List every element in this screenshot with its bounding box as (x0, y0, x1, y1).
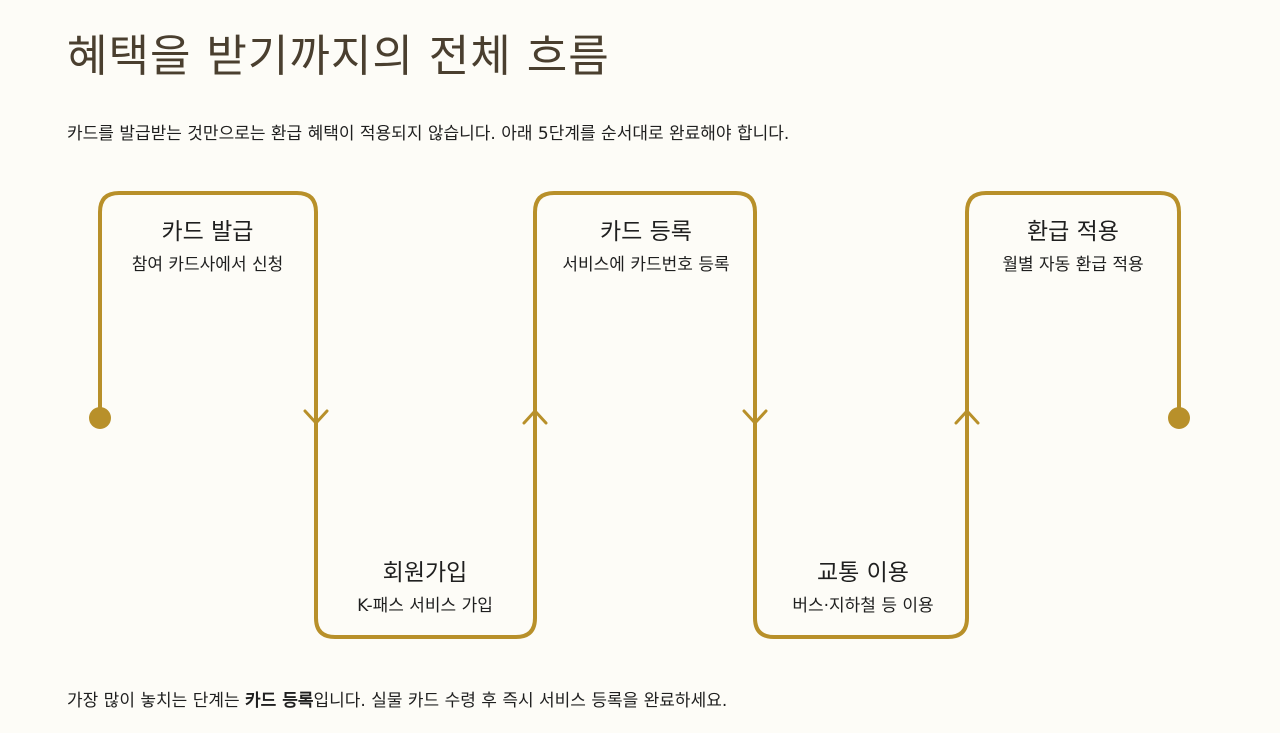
arrow-up-1 (522, 409, 548, 425)
step-desc: K-패스 서비스 가입 (357, 596, 493, 616)
step-transit-use: 교통 이용 버스·지하철 등 이용 (768, 553, 958, 618)
arrow-down-1 (303, 409, 329, 425)
footer-suffix: 입니다. 실물 카드 수령 후 즉시 서비스 등록을 완료하세요. (313, 691, 728, 711)
arrow-up-2 (954, 409, 980, 425)
footer-prefix: 가장 많이 놓치는 단계는 (67, 691, 246, 711)
flow-line (98, 191, 1181, 639)
step-desc: 버스·지하철 등 이용 (792, 596, 934, 616)
start-dot (89, 407, 111, 429)
step-refund: 환급 적용 월별 자동 환급 적용 (978, 212, 1168, 277)
step-title: 카드 발급 (161, 219, 254, 245)
step-title: 카드 등록 (600, 219, 692, 245)
step-card-issue: 카드 발급 참여 카드사에서 신청 (120, 212, 295, 277)
step-title: 교통 이용 (817, 560, 909, 586)
step-title: 회원가입 (382, 560, 468, 586)
step-title: 환급 적용 (1027, 219, 1119, 245)
page-title: 혜택을 받기까지의 전체 흐름 (67, 31, 610, 82)
end-dot (1168, 407, 1190, 429)
footer-highlight: 카드 등록 (245, 691, 314, 711)
footer-note: 가장 많이 놓치는 단계는 카드 등록입니다. 실물 카드 수령 후 즉시 서비… (67, 686, 727, 711)
step-signup: 회원가입 K-패스 서비스 가입 (330, 553, 520, 618)
step-card-register: 카드 등록 서비스에 카드번호 등록 (556, 212, 736, 277)
step-desc: 참여 카드사에서 신청 (131, 255, 284, 275)
arrow-down-2 (742, 409, 768, 425)
step-desc: 서비스에 카드번호 등록 (562, 255, 730, 275)
step-desc: 월별 자동 환급 적용 (1002, 255, 1144, 275)
intro-text: 카드를 발급받는 것만으로는 환급 혜택이 적용되지 않습니다. 아래 5단계를… (67, 124, 790, 144)
